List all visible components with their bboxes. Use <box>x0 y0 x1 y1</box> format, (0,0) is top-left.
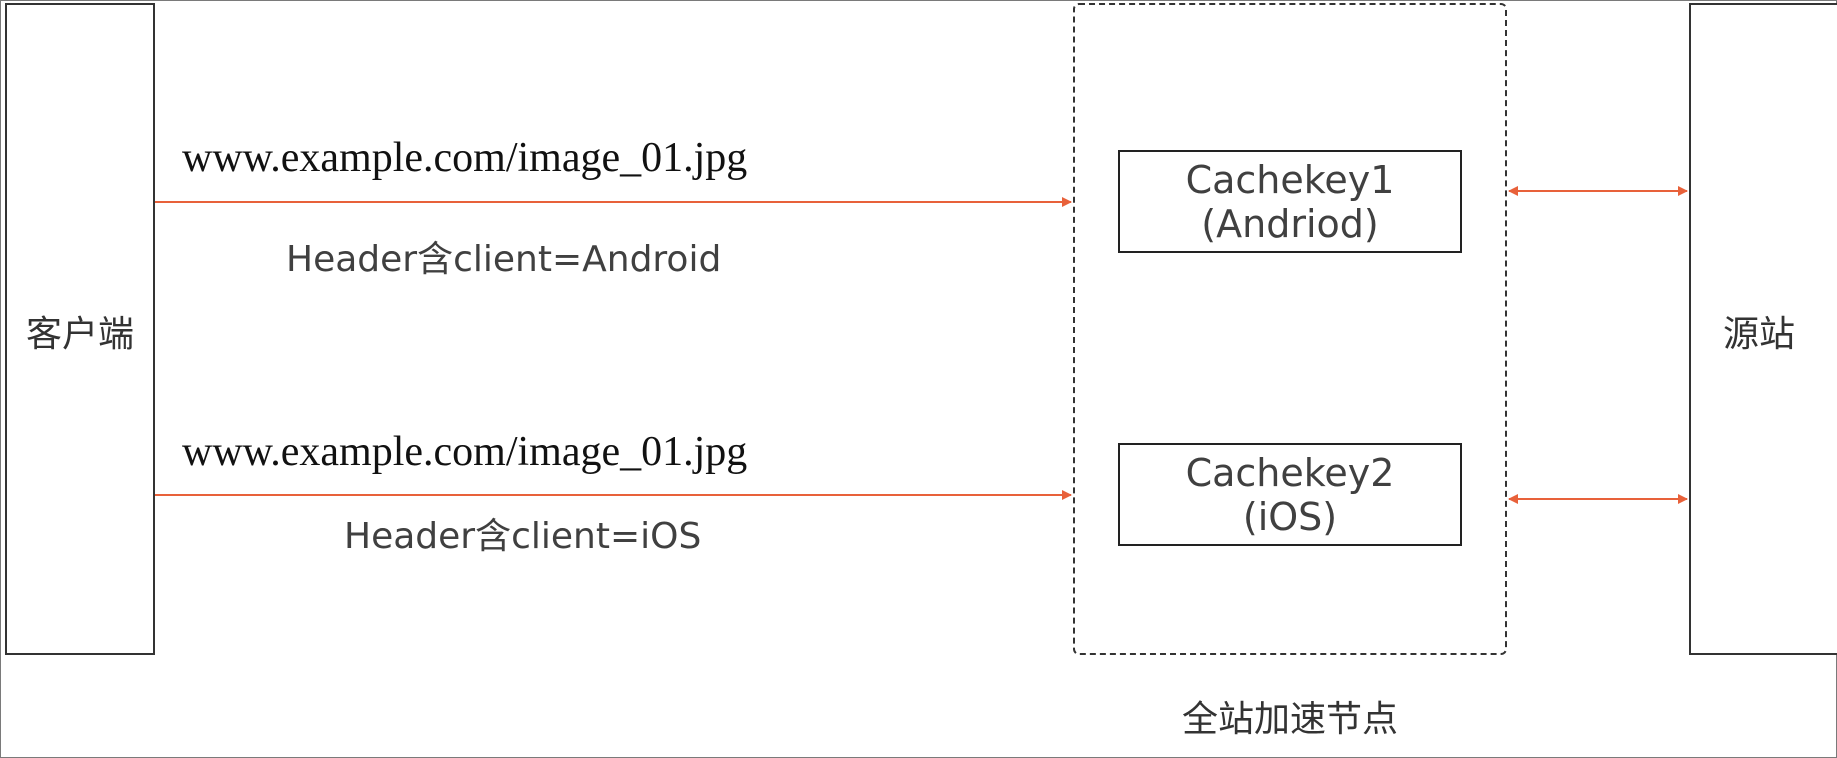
origin-box <box>1689 3 1837 655</box>
cachekey2-name: Cachekey2 <box>1185 450 1395 495</box>
cachekey1-name: Cachekey1 <box>1185 157 1395 202</box>
request1-header: Header含client=Android <box>286 239 722 280</box>
cachekey1-variant: (Andriod) <box>1201 201 1379 246</box>
request1-url: www.example.com/image_01.jpg <box>182 135 748 181</box>
cachekey1-box: Cachekey1 (Andriod) <box>1118 150 1462 253</box>
cachekey2-variant: (iOS) <box>1242 494 1338 539</box>
client-box <box>5 3 155 655</box>
cachekey2-box: Cachekey2 (iOS) <box>1118 443 1462 546</box>
origin-label: 源站 <box>1722 314 1795 355</box>
dcdn-node-label: 全站加速节点 <box>1181 699 1398 740</box>
client-label: 客户端 <box>25 314 134 355</box>
dcdn-node-container <box>1073 3 1507 655</box>
request2-header: Header含client=iOS <box>344 516 702 557</box>
request2-url: www.example.com/image_01.jpg <box>182 429 748 475</box>
